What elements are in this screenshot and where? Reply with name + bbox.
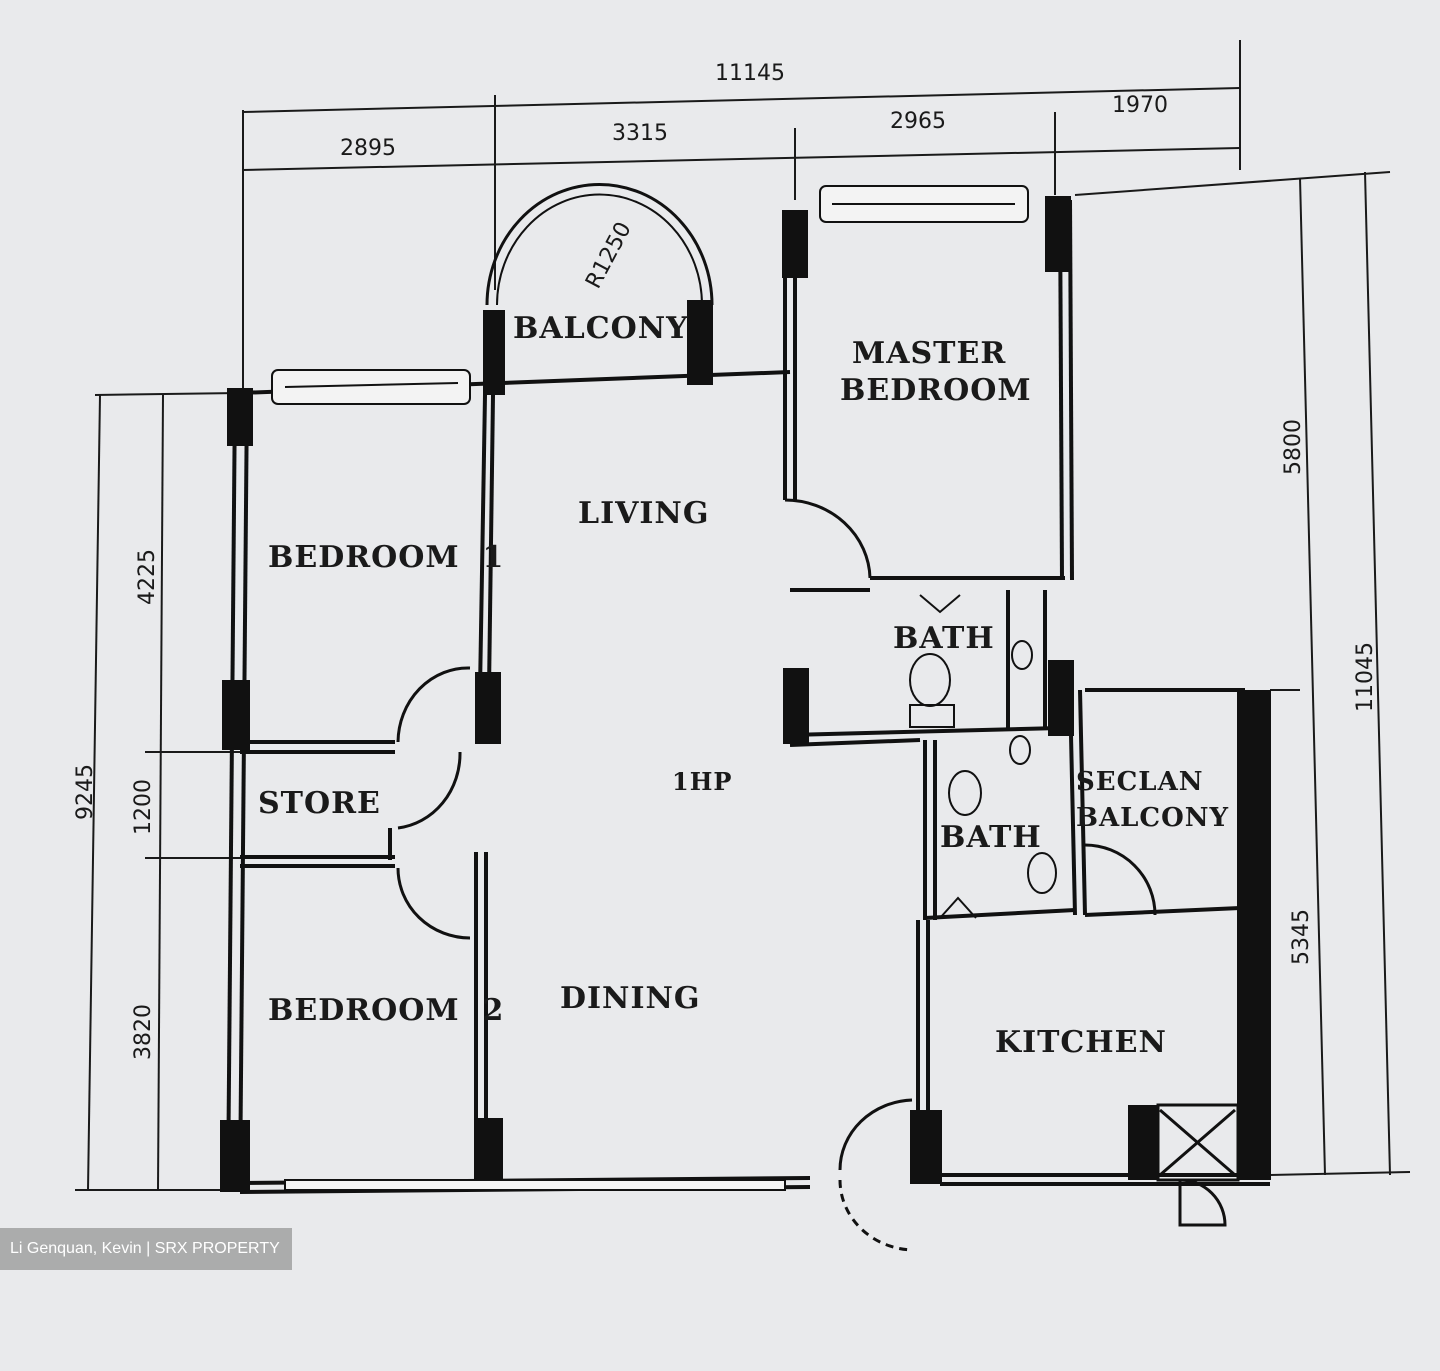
room-balcony: BALCONY [513,311,689,346]
room-bath2: BATH [940,820,1042,855]
windows [271,185,1029,1191]
dim-seg3: 2965 [890,109,946,134]
dim-right-bottom: 5345 [1289,909,1314,965]
bath-fixtures [909,594,1057,919]
room-living: LIVING [578,496,709,531]
room-service-line2: BALCONY [1076,803,1229,833]
room-dining: DINING [560,981,701,1016]
top-dimension-lines [242,40,1241,395]
watermark-credit: Li Genquan, Kevin | SRX PROPERTY [0,1228,292,1270]
dim-radius: R1250 [581,218,637,293]
room-store: STORE [258,786,381,821]
dim-seg1: 2895 [340,136,396,161]
dim-left-total: 9245 [73,764,98,820]
right-dimension-lines [1074,171,1411,1176]
room-bedroom1: BEDROOM 1 [268,540,504,575]
structural-columns [220,196,1271,1192]
room-bath1: BATH [893,621,995,656]
room-master-line2: BEDROOM [840,373,1032,408]
dim-overall-width: 11145 [715,61,785,86]
dim-seg2: 3315 [612,121,668,146]
room-hp: 1HP [672,767,732,796]
room-service-line1: SECLAN [1076,767,1204,797]
dim-left-top: 4225 [135,549,160,605]
dim-right-total: 11045 [1353,642,1378,712]
room-kitchen: KITCHEN [995,1025,1167,1060]
dim-left-bottom: 3820 [131,1004,156,1060]
room-master-line1: MASTER [852,336,1006,371]
doors [396,498,1240,1252]
dim-left-mid: 1200 [131,779,156,835]
dim-right-top: 5800 [1281,419,1306,475]
room-bedroom2: BEDROOM 2 [268,993,504,1028]
dim-seg4: 1970 [1112,93,1168,118]
left-dimension-lines [75,392,241,1191]
